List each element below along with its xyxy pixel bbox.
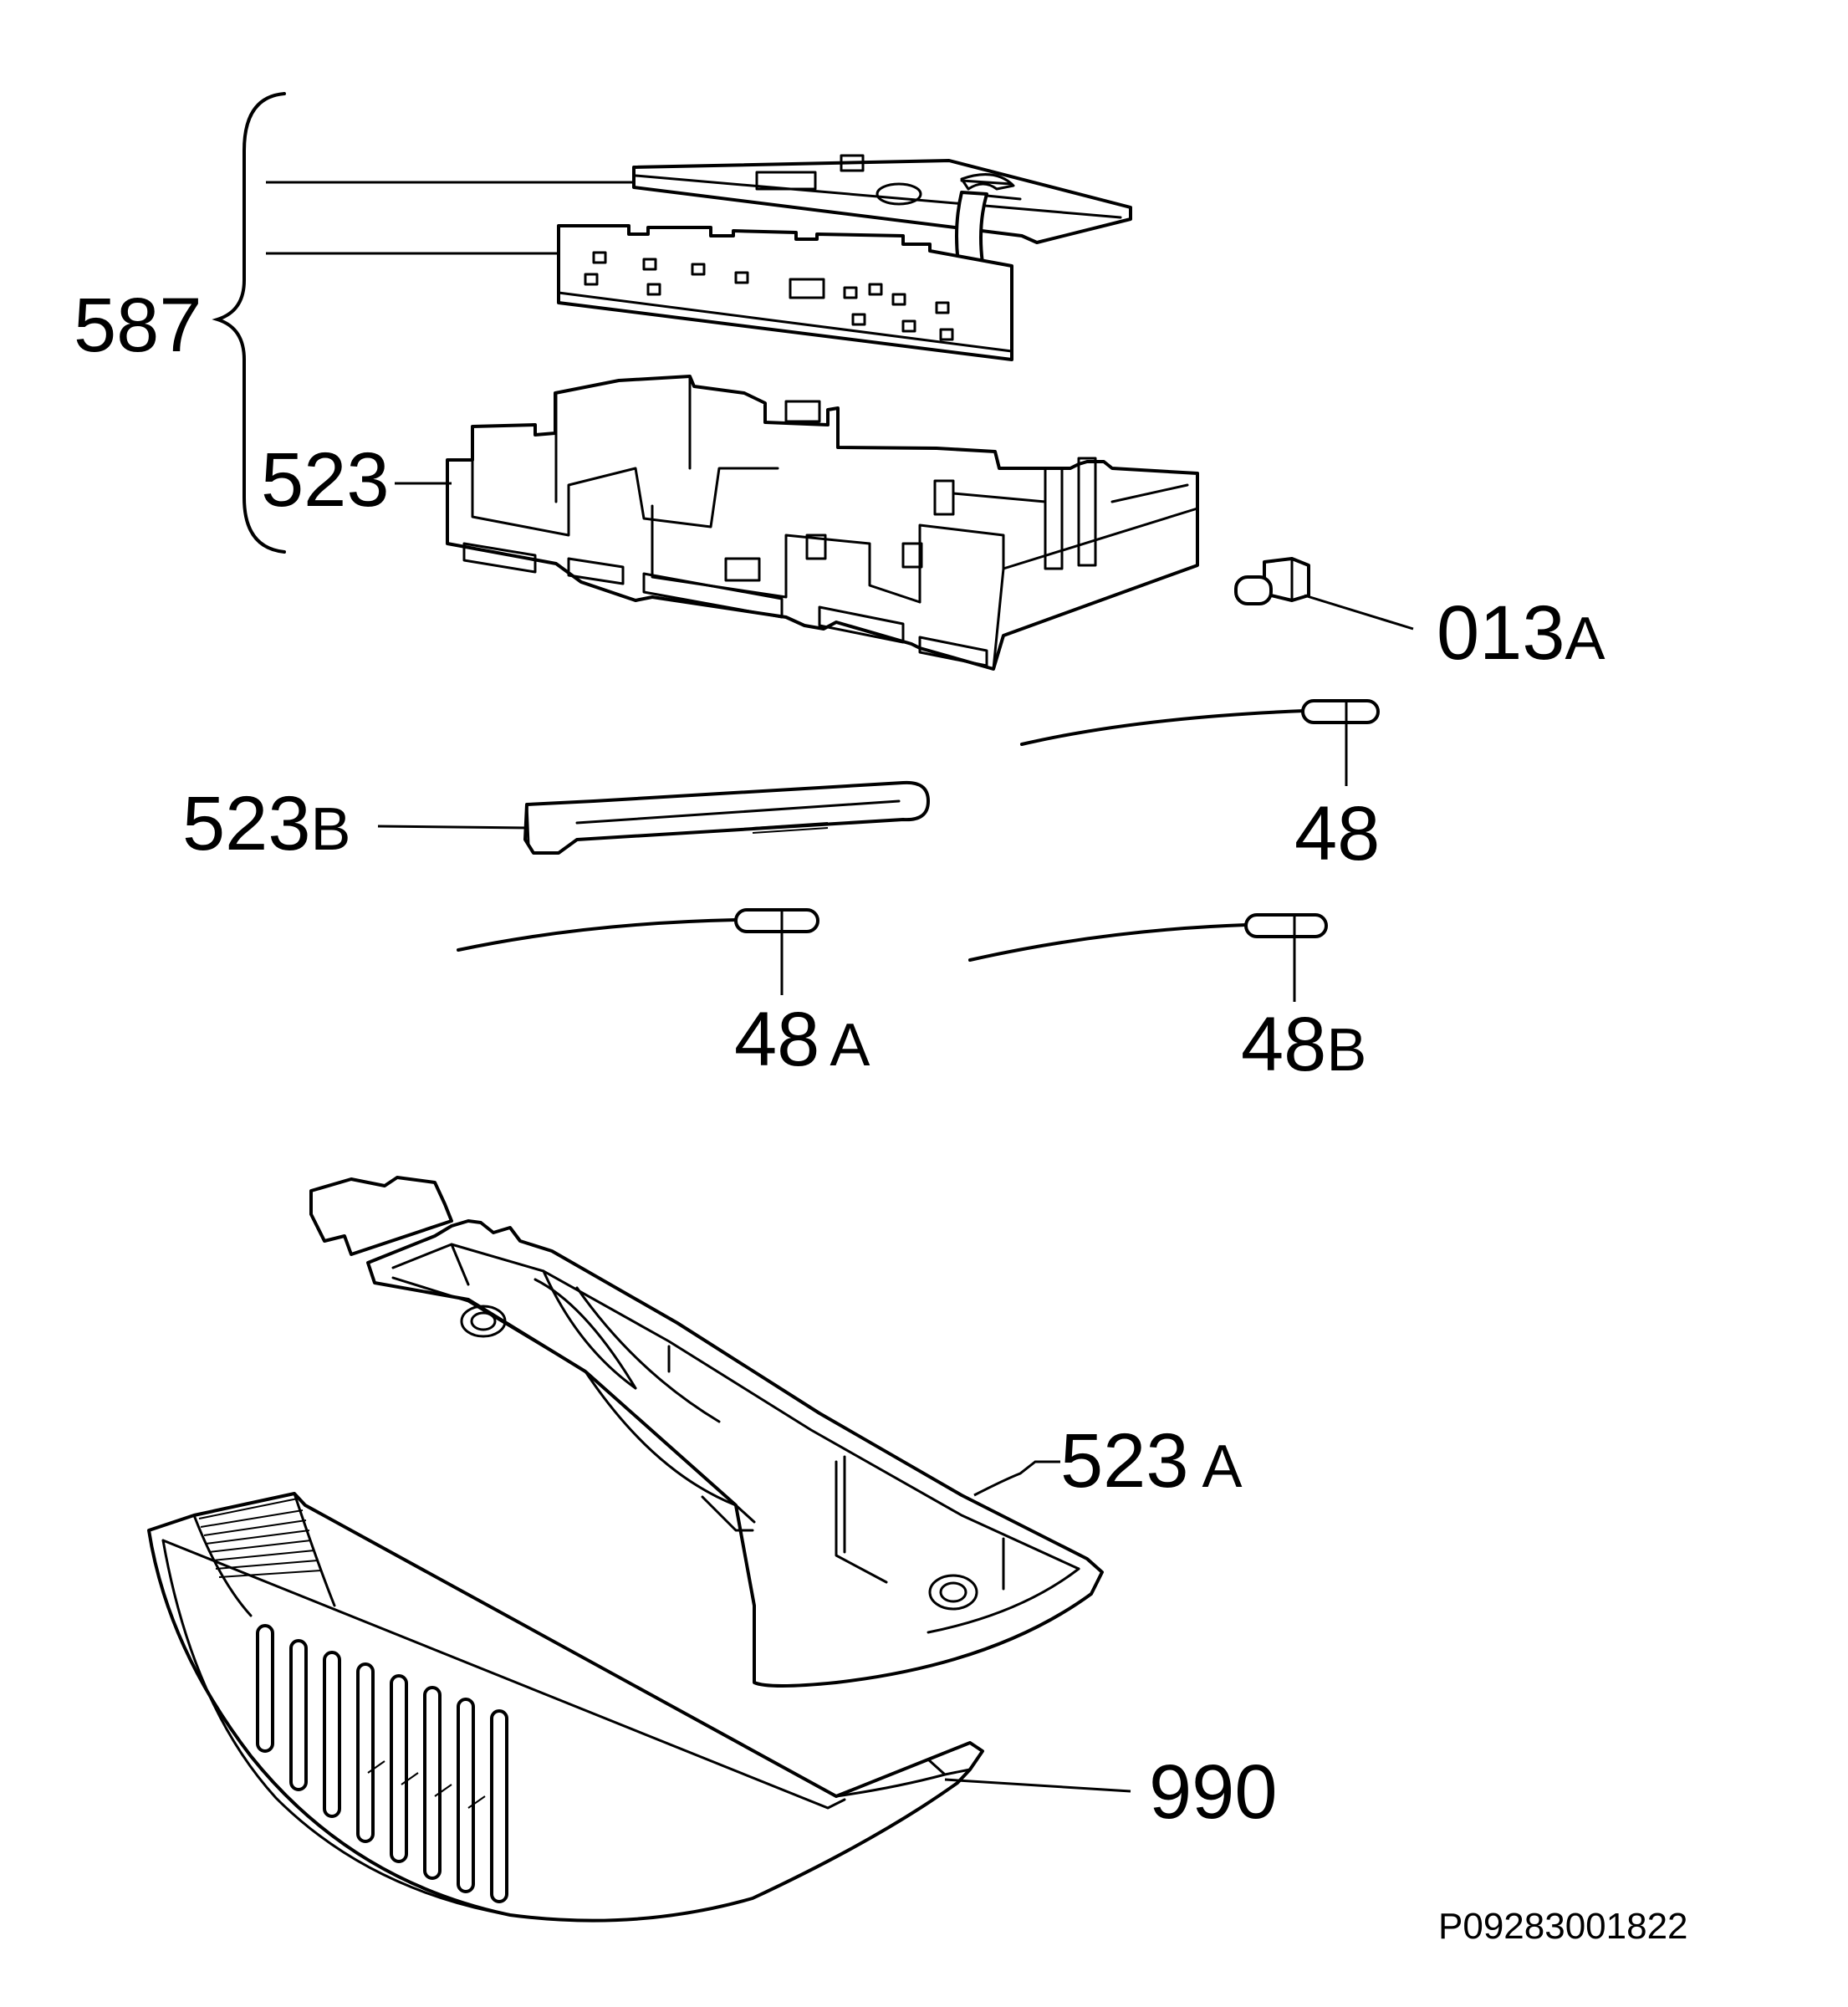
leader-lamp-housing — [973, 1460, 1060, 1497]
label-523B: 523B — [182, 781, 351, 866]
front-panel-board — [557, 224, 1013, 361]
label-48: 48 — [1294, 791, 1380, 876]
label-013A: 013A — [1437, 590, 1606, 676]
temperature-sensor-48A — [457, 908, 819, 952]
drawing-code: P09283001822 — [1438, 1906, 1688, 1947]
temperature-sensor-48 — [1020, 699, 1380, 746]
label-587: 587 — [74, 283, 202, 368]
label-990: 990 — [1149, 1749, 1278, 1835]
leader-button — [1304, 594, 1414, 631]
lamp-housing — [309, 1176, 1104, 1688]
push-button-switch — [1234, 557, 1310, 605]
upper-circuit-board — [632, 154, 1132, 288]
label-48B: 48B — [1241, 1002, 1366, 1087]
leader-light-cover — [377, 825, 529, 830]
grille-cover — [147, 1492, 984, 1923]
light-diffuser-strip — [523, 780, 930, 855]
label-523: 523 — [261, 437, 390, 523]
leader-grille-cover — [944, 1778, 1131, 1793]
assembly-bracket — [212, 92, 286, 554]
temperature-sensor-48B — [968, 913, 1328, 962]
control-housing — [446, 375, 1199, 671]
